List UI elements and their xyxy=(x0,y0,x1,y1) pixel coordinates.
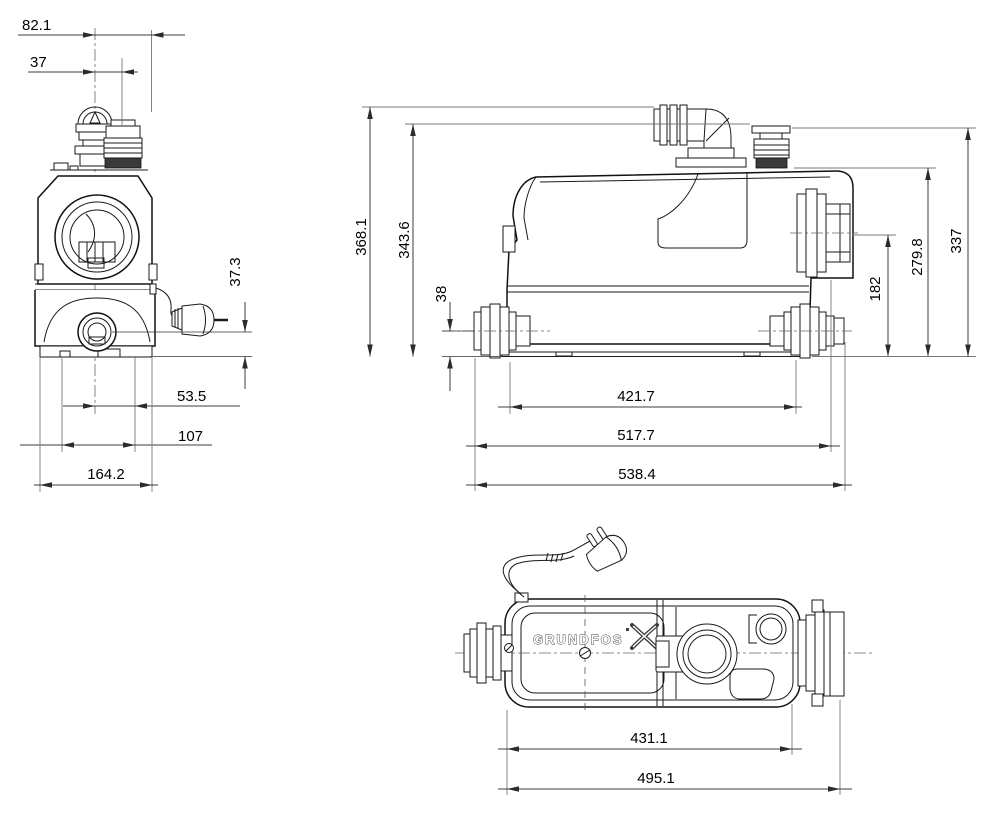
inlet-coupling-right-side xyxy=(758,303,852,359)
registered-mark xyxy=(626,628,629,631)
dim-front-bottom-inner: 53.5 xyxy=(63,356,240,452)
vent-port-top xyxy=(748,613,787,645)
inlet-coupling-left-side xyxy=(442,303,550,359)
dim-label: 164.2 xyxy=(87,466,125,483)
dimension-annotations: 82.1 37 37.3 53.5 xyxy=(18,17,976,795)
dim-front-top-inner: 37 xyxy=(28,54,138,126)
dim-label: 38 xyxy=(433,286,450,303)
dim-label: 53.5 xyxy=(177,388,206,405)
side-view xyxy=(442,104,858,359)
grundfos-logo: GRUNDFOS xyxy=(533,623,659,650)
pump-port-top xyxy=(655,623,738,685)
dim-label: 421.7 xyxy=(617,388,655,405)
power-plug-top xyxy=(502,526,627,603)
dim-top-bottom-inner: 431.1 xyxy=(498,704,802,795)
dim-label: 337 xyxy=(948,228,965,253)
outlet-bellows-side xyxy=(790,188,858,278)
dim-side-bottom-inner: 421.7 xyxy=(498,360,802,414)
base-plate xyxy=(501,343,811,357)
power-plug-front xyxy=(149,283,228,337)
access-cover xyxy=(729,668,775,700)
dim-side-right-mid: 279.8 xyxy=(794,167,936,357)
tank-body-side xyxy=(502,170,854,345)
dim-label: 343.6 xyxy=(396,221,413,259)
dim-label: 182 xyxy=(867,276,884,301)
front-view xyxy=(34,28,228,414)
discharge-elbow xyxy=(653,104,747,168)
discharge-outlet xyxy=(77,312,117,352)
dim-front-right-side: 37.3 xyxy=(112,257,252,389)
dim-side-height-max: 368.1 xyxy=(353,106,654,357)
inspection-window xyxy=(54,194,140,280)
dim-label: 279.8 xyxy=(909,238,926,276)
dim-label: 37.3 xyxy=(227,257,244,286)
carry-handle xyxy=(75,106,115,133)
dim-label: 538.4 xyxy=(618,466,656,483)
vent-connector-side xyxy=(751,125,791,169)
dim-top-bottom-outer: 495.1 xyxy=(498,700,852,795)
dim-front-bottom-mid: 107 xyxy=(20,358,212,452)
top-view: GRUNDFOS xyxy=(455,526,872,711)
inlet-coupling-top-left xyxy=(463,622,514,684)
dim-side-right-outer: 337 xyxy=(792,127,976,357)
brand-text: GRUNDFOS xyxy=(533,632,623,647)
dim-label: 431.1 xyxy=(630,730,668,747)
dim-front-top-outer: 82.1 xyxy=(18,17,185,112)
dim-label: 82.1 xyxy=(22,17,51,34)
dim-side-height-mid: 343.6 xyxy=(396,123,750,357)
dim-label: 368.1 xyxy=(353,218,370,256)
dim-side-bottom-mid: 517.7 xyxy=(466,280,840,491)
dim-label: 37 xyxy=(30,54,47,71)
dim-label: 517.7 xyxy=(617,427,655,444)
mains-plug xyxy=(585,526,627,572)
dim-label: 495.1 xyxy=(637,770,675,787)
dim-front-bottom-outer: 164.2 xyxy=(34,356,158,492)
dim-side-inlet-offset: 38 xyxy=(433,286,502,391)
outlet-bellows-top xyxy=(797,599,845,707)
dim-side-bottom-outer: 538.4 xyxy=(466,342,852,491)
inlet-coupling xyxy=(103,119,143,169)
dim-side-right-inner: 182 xyxy=(852,234,896,357)
dim-label: 107 xyxy=(178,428,203,445)
